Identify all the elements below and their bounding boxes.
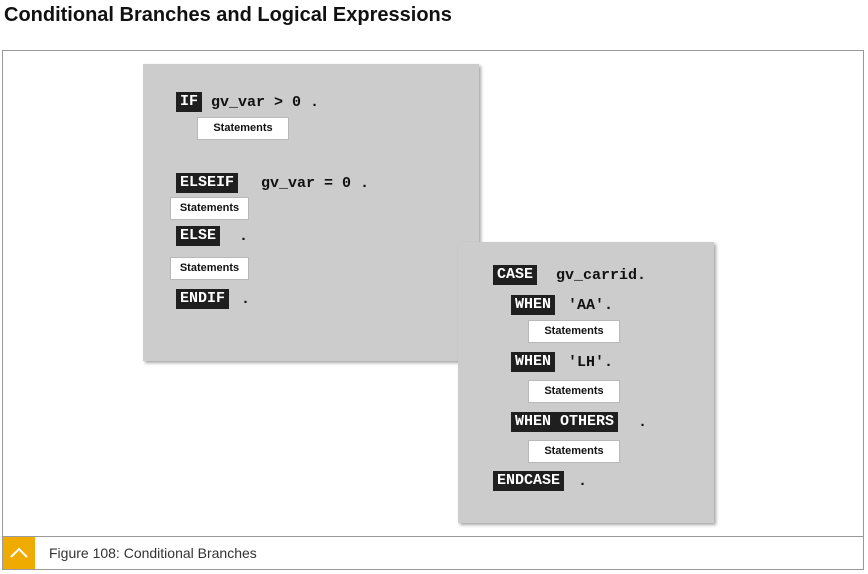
chevron-up-icon [10,547,28,558]
case-statement-panel: CASE gv_carrid. WHEN 'AA'. Statements WH… [458,242,714,523]
endcase-dot: . [578,473,588,490]
statements-box: Statements [170,197,249,220]
if-keyword: IF [176,92,203,112]
statements-box: Statements [528,320,620,343]
statements-box: Statements [528,380,620,403]
if-condition: gv_var > 0 . [211,94,320,111]
case-keyword: CASE [493,265,538,285]
else-dot: . [239,228,249,245]
statements-box: Statements [528,440,620,463]
when-others-dot: . [638,414,648,431]
when-others-keyword: WHEN OTHERS [511,412,619,432]
endif-dot: . [241,291,251,308]
when-keyword: WHEN [511,295,556,315]
statements-box: Statements [170,257,249,280]
elseif-keyword: ELSEIF [176,173,239,193]
when-keyword: WHEN [511,352,556,372]
case-variable: gv_carrid. [556,267,647,284]
figure: IF gv_var > 0 . Statements ELSEIF gv_var… [2,50,864,570]
elseif-condition: gv_var = 0 . [261,175,370,192]
when-value: 'AA'. [568,297,614,314]
caption-toggle-button[interactable] [3,537,35,569]
endif-keyword: ENDIF [176,289,230,309]
figure-caption: Figure 108: Conditional Branches [49,545,257,561]
page-title: Conditional Branches and Logical Express… [4,4,452,26]
if-statement-panel: IF gv_var > 0 . Statements ELSEIF gv_var… [143,64,479,361]
endcase-keyword: ENDCASE [493,471,565,491]
else-keyword: ELSE [176,226,221,246]
figure-caption-bar: Figure 108: Conditional Branches [3,536,863,569]
when-value: 'LH'. [568,354,614,371]
statements-box: Statements [197,117,289,140]
